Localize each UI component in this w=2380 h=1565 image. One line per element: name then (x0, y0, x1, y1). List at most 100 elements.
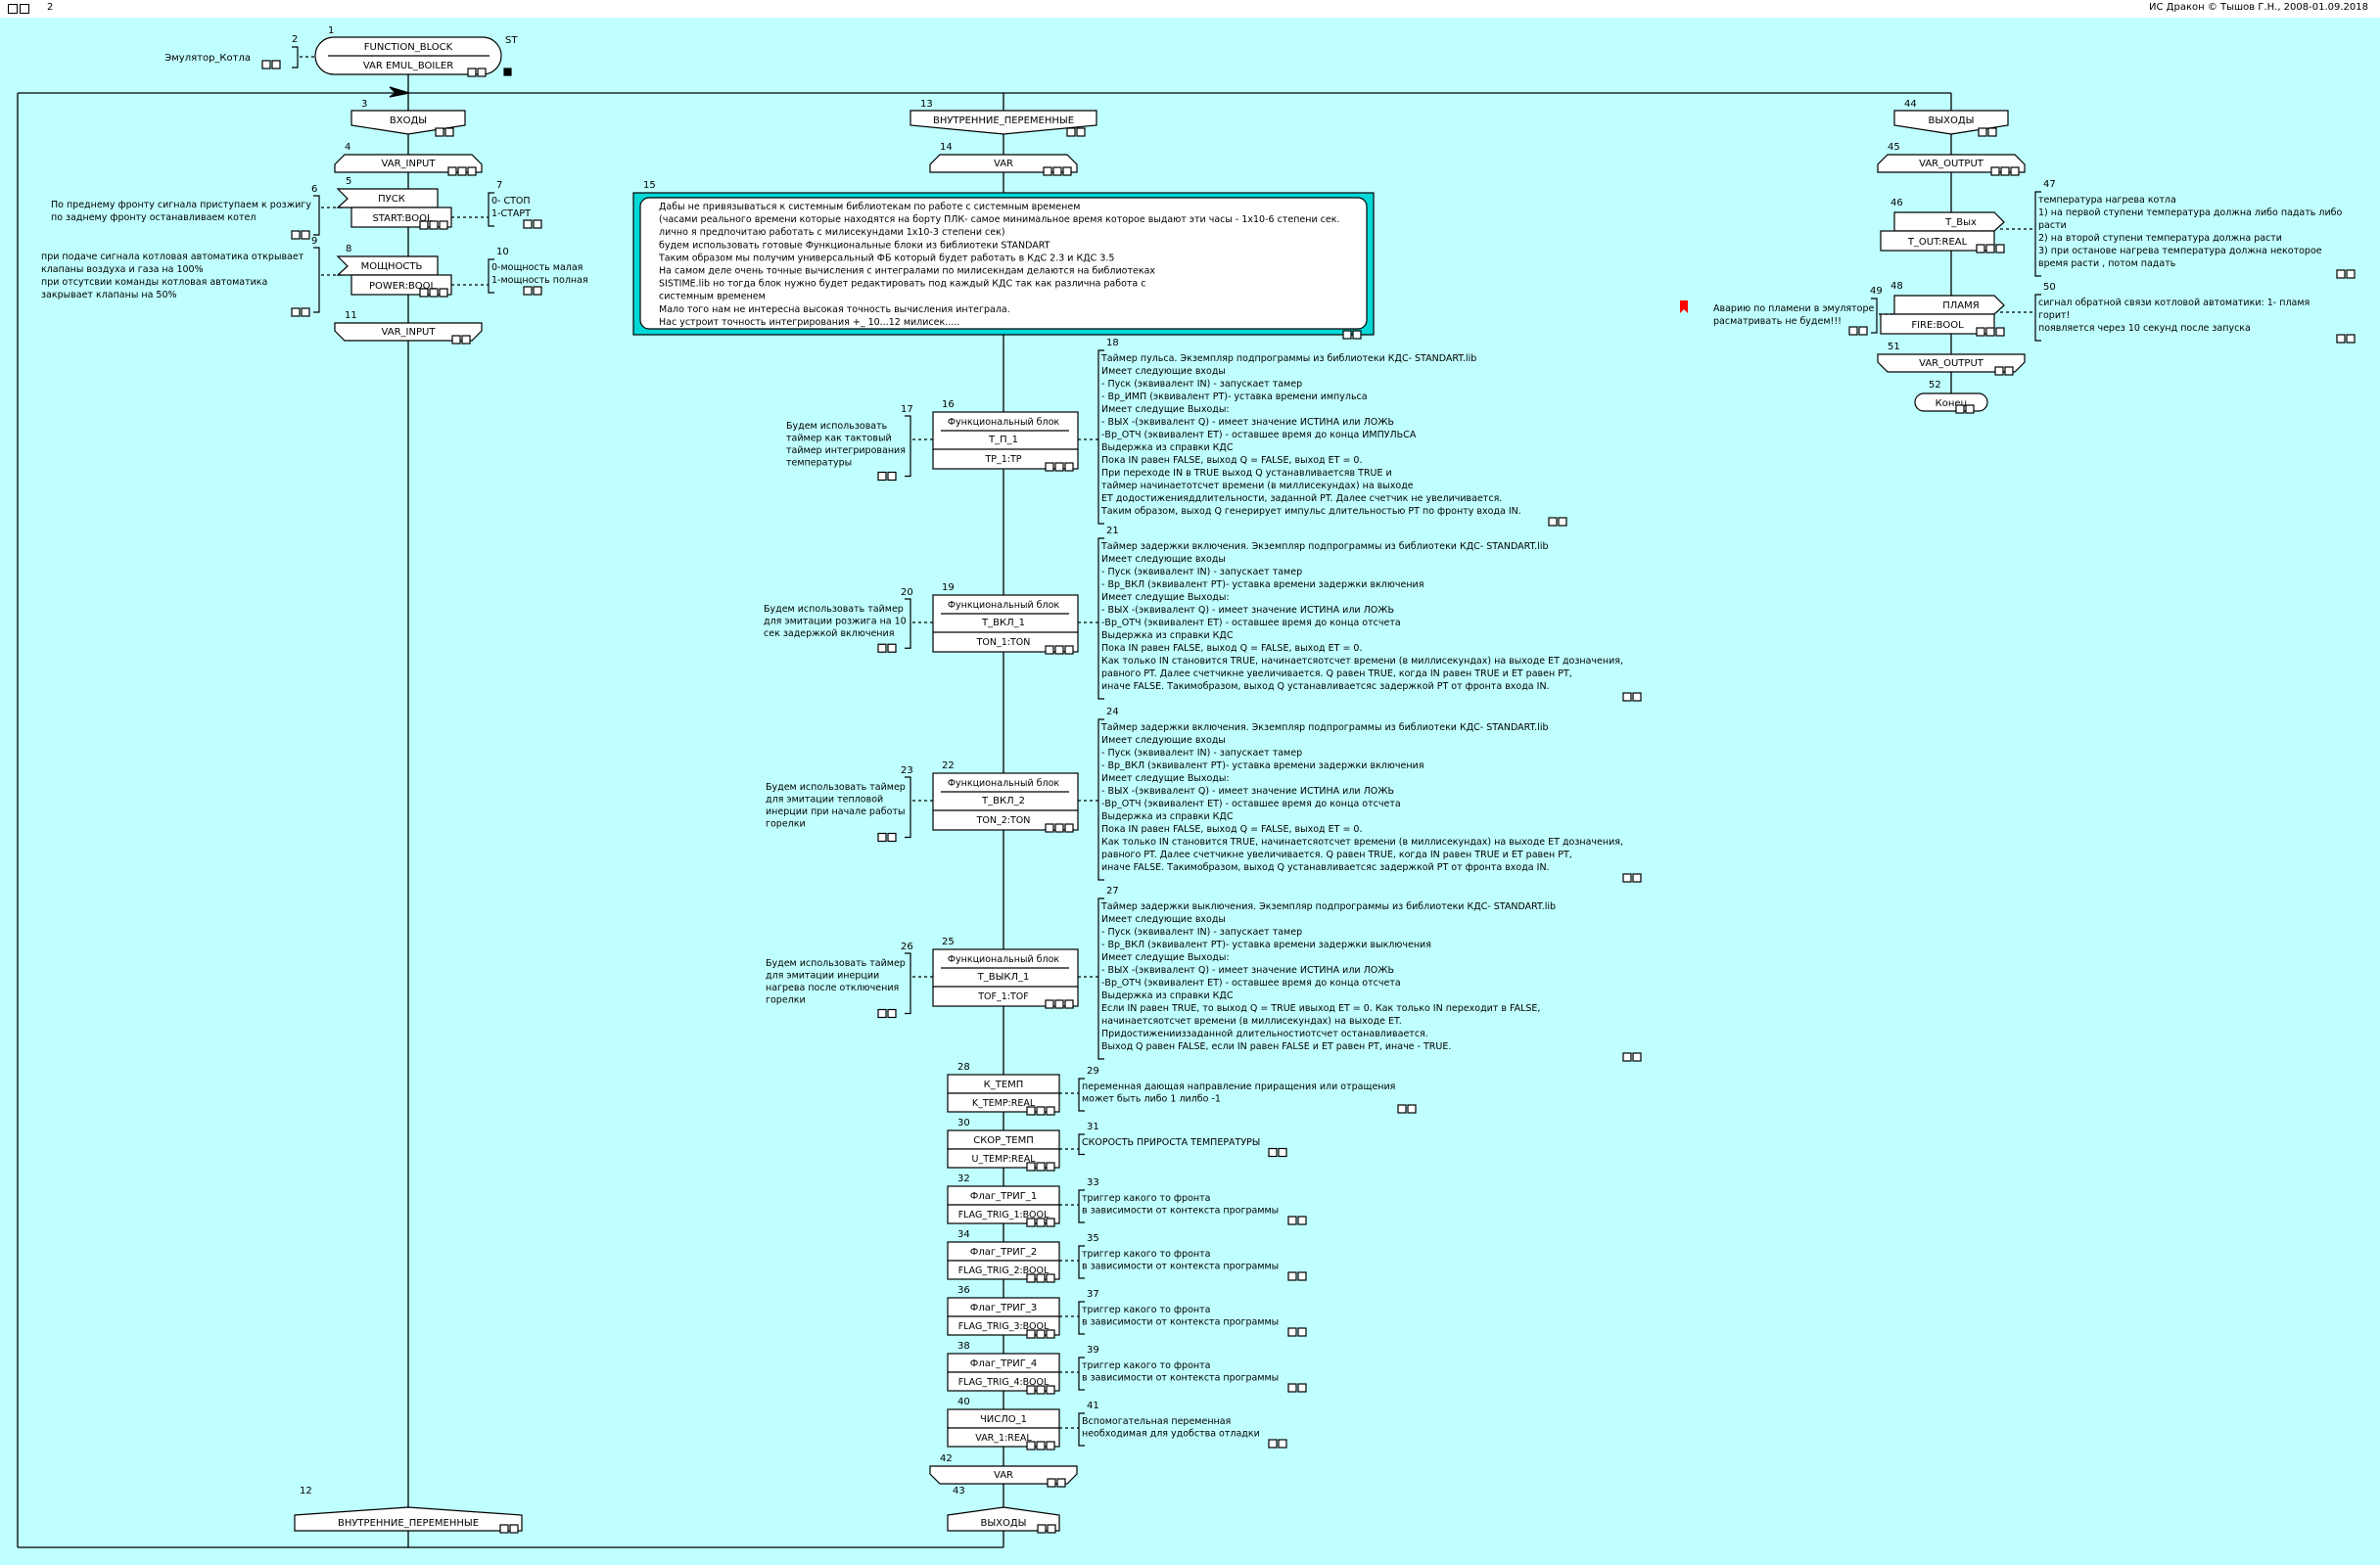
handle-square-icon[interactable] (451, 335, 461, 345)
section-start-shape[interactable] (1877, 154, 2026, 173)
handle-square-icon[interactable] (1046, 1385, 1055, 1395)
output-name-shape[interactable] (1893, 295, 2005, 315)
handle-square-icon[interactable] (523, 219, 533, 229)
handle-square-icon[interactable] (1287, 1327, 1297, 1337)
handle-square-icon[interactable] (1548, 517, 1558, 527)
handle-square-icon[interactable] (435, 127, 444, 137)
handle-square-icon[interactable] (1268, 1147, 1278, 1158)
handle-square-icon[interactable] (1036, 1273, 1046, 1283)
handle-square-icon[interactable] (887, 471, 897, 482)
bookmark-icon[interactable] (1680, 300, 1688, 313)
toolbar-square-icon[interactable] (20, 4, 29, 14)
handle-square-icon[interactable] (1622, 873, 1632, 883)
handle-square-icon[interactable] (887, 1008, 897, 1019)
handle-square-icon[interactable] (1054, 999, 1064, 1009)
handle-square-icon[interactable] (301, 230, 310, 240)
handle-square-icon[interactable] (1985, 327, 1995, 337)
branch-header-shape[interactable] (910, 110, 1097, 135)
handle-square-icon[interactable] (1858, 326, 1868, 336)
handle-square-icon[interactable] (1848, 326, 1858, 336)
handle-square-icon[interactable] (1297, 1327, 1307, 1337)
handle-square-icon[interactable] (1046, 1273, 1055, 1283)
handle-square-icon[interactable] (447, 166, 457, 176)
handle-square-icon[interactable] (1955, 404, 1965, 414)
handle-square-icon[interactable] (477, 68, 487, 77)
handle-square-icon[interactable] (1632, 873, 1642, 883)
handle-square-icon[interactable] (1026, 1273, 1036, 1283)
handle-square-icon[interactable] (533, 286, 542, 296)
handle-square-icon[interactable] (1036, 1218, 1046, 1227)
handle-square-icon[interactable] (1297, 1216, 1307, 1225)
handle-square-icon[interactable] (1978, 127, 1987, 137)
handle-square-icon[interactable] (887, 832, 897, 843)
handle-square-icon[interactable] (1026, 1441, 1036, 1450)
handle-square-icon[interactable] (2346, 334, 2356, 344)
handle-square-icon[interactable] (1045, 823, 1054, 833)
section-end-shape[interactable] (1877, 353, 2026, 373)
handle-square-icon[interactable] (429, 288, 439, 298)
handle-square-icon[interactable] (877, 832, 887, 843)
handle-square-icon[interactable] (499, 1524, 509, 1534)
handle-square-icon[interactable] (419, 220, 429, 230)
handle-square-icon[interactable] (2346, 269, 2356, 279)
handle-square-icon[interactable] (877, 643, 887, 653)
handle-square-icon[interactable] (301, 307, 310, 317)
handle-square-icon[interactable] (1064, 462, 1074, 472)
handle-square-icon[interactable] (1990, 166, 2000, 176)
section-end-shape[interactable] (334, 322, 483, 342)
handle-square-icon[interactable] (1054, 823, 1064, 833)
handle-square-icon[interactable] (887, 643, 897, 653)
handle-square-icon[interactable] (1026, 1329, 1036, 1339)
handle-square-icon[interactable] (1064, 999, 1074, 1009)
handle-square-icon[interactable] (1054, 645, 1064, 655)
handle-square-icon[interactable] (1036, 1385, 1046, 1395)
handle-square-icon[interactable] (1976, 327, 1985, 337)
handle-square-icon[interactable] (1054, 462, 1064, 472)
handle-square-icon[interactable] (1622, 692, 1632, 702)
section-start-shape[interactable] (334, 154, 483, 173)
handle-square-icon[interactable] (1985, 244, 1995, 253)
handle-square-icon[interactable] (291, 230, 301, 240)
handle-square-icon[interactable] (1026, 1106, 1036, 1116)
handle-square-icon[interactable] (1026, 1385, 1036, 1395)
handle-square-icon[interactable] (2010, 166, 2020, 176)
function-block-box[interactable] (932, 948, 1079, 1007)
handle-square-icon[interactable] (467, 166, 477, 176)
section-end-shape[interactable] (929, 1465, 1078, 1485)
function-block-box[interactable] (932, 772, 1079, 831)
handle-square-icon[interactable] (1278, 1439, 1287, 1449)
handle-square-icon[interactable] (261, 60, 271, 69)
handle-square-icon[interactable] (2336, 334, 2346, 344)
handle-square-icon[interactable] (1352, 330, 1362, 340)
handle-square-icon[interactable] (877, 1008, 887, 1019)
handle-square-icon[interactable] (1622, 1052, 1632, 1062)
handle-square-icon[interactable] (1036, 1162, 1046, 1172)
handle-square-icon[interactable] (1268, 1439, 1278, 1449)
handle-square-icon[interactable] (457, 166, 467, 176)
handle-square-icon[interactable] (509, 1524, 519, 1534)
branch-address-shape[interactable] (294, 1506, 523, 1532)
handle-square-icon[interactable] (1287, 1271, 1297, 1281)
handle-square-icon[interactable] (1965, 404, 1975, 414)
handle-square-icon[interactable] (1342, 330, 1352, 340)
handle-square-icon[interactable] (429, 220, 439, 230)
handle-square-icon[interactable] (1278, 1147, 1287, 1158)
